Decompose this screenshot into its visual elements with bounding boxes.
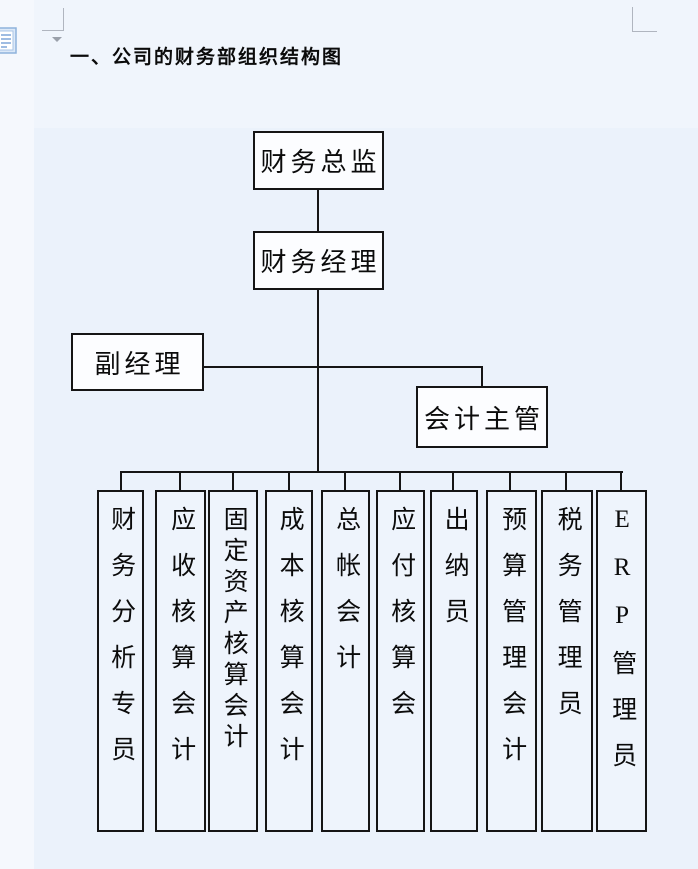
connector-stub-9 (565, 471, 567, 491)
page-top-area (34, 0, 698, 128)
org-node-label: 出纳员 (441, 506, 469, 644)
org-node-label: 应收核算会计 (167, 506, 195, 782)
org-node-finance-director[interactable]: 财务总监 (253, 131, 384, 190)
margin-corner-mark-top-left (42, 8, 64, 31)
margin-corner-mark-top-right (632, 7, 657, 32)
org-node-deputy-manager[interactable]: 副经理 (71, 333, 204, 391)
connector-stub-3 (232, 471, 234, 491)
page-left-margin (0, 0, 34, 869)
org-node-label: 副经理 (94, 349, 185, 379)
org-node-label: 税务管理员 (554, 506, 582, 736)
org-node-label: 财务经理 (260, 248, 381, 277)
org-node-receivables-accountant[interactable]: 应收核算会计 (155, 490, 206, 832)
org-node-label: 总帐会计 (332, 506, 360, 690)
connector-distribution-line (120, 471, 623, 473)
org-node-fixed-assets-accountant[interactable]: 固定资产核算会计 (208, 490, 258, 832)
org-node-payables-accountant[interactable]: 应付核算会 (376, 490, 425, 832)
org-node-label: 预算管理会计 (498, 506, 526, 782)
document-title: 一、公司的财务部组织结构图 (70, 47, 344, 68)
org-node-cashier[interactable]: 出纳员 (430, 490, 478, 832)
org-node-label: 财务分析专员 (107, 506, 135, 782)
org-node-label: 应付核算会 (387, 506, 415, 736)
org-node-label: ERP管理员 (608, 506, 636, 788)
connector-stub-1 (120, 471, 122, 491)
org-node-erp-administrator[interactable]: ERP管理员 (596, 490, 647, 832)
paste-options-icon[interactable] (0, 27, 21, 54)
connector-deputy-supervisor (204, 366, 483, 368)
org-node-budget-accountant[interactable]: 预算管理会计 (486, 490, 537, 832)
org-node-label: 会计主管 (423, 404, 544, 434)
connector-manager-trunk (317, 290, 319, 472)
connector-stub-4 (288, 471, 290, 491)
org-node-label: 成本核算会计 (276, 506, 304, 782)
org-node-general-ledger-accountant[interactable]: 总帐会计 (321, 490, 370, 832)
org-node-accounting-supervisor[interactable]: 会计主管 (416, 386, 548, 448)
connector-stub-10 (620, 471, 622, 491)
paste-options-dropdown-icon[interactable] (52, 37, 62, 42)
connector-stub-7 (452, 471, 454, 491)
org-node-label: 固定资产核算会计 (220, 506, 248, 754)
org-node-tax-administrator[interactable]: 税务管理员 (541, 490, 593, 832)
org-node-finance-manager[interactable]: 财务经理 (253, 231, 384, 290)
org-node-financial-analyst[interactable]: 财务分析专员 (97, 490, 144, 832)
connector-stub-8 (509, 471, 511, 491)
connector-supervisor-drop (481, 366, 483, 386)
connector-stub-2 (179, 471, 181, 491)
org-node-cost-accountant[interactable]: 成本核算会计 (265, 490, 313, 832)
connector-stub-5 (344, 471, 346, 491)
connector-stub-6 (399, 471, 401, 491)
org-node-label: 财务总监 (260, 148, 381, 177)
connector-director-manager (317, 190, 319, 231)
